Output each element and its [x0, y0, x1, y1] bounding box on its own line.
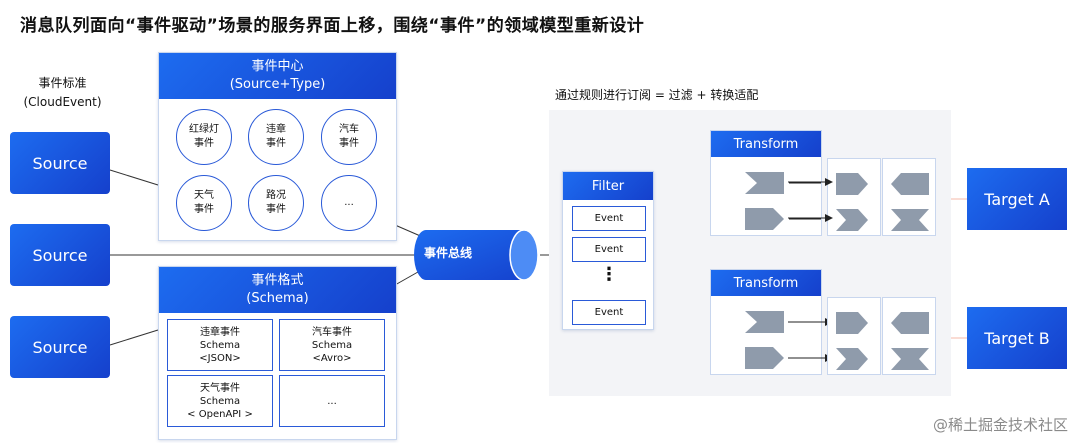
- circle-label: 事件: [339, 138, 359, 149]
- transform-title: Transform: [711, 131, 821, 157]
- schema-label: <JSON>: [199, 352, 241, 364]
- circle-label: 事件: [266, 138, 286, 149]
- event-type-circle: 违章 事件: [248, 109, 304, 165]
- cylinder-bus-icon: [414, 229, 539, 281]
- schema-label: ...: [327, 395, 337, 407]
- arrow-shape-icon: [836, 173, 868, 195]
- schema-box: ...: [279, 375, 385, 427]
- filter-title: Filter: [563, 172, 653, 200]
- circle-label: 路况: [266, 190, 286, 201]
- transform-shapes: [745, 172, 821, 230]
- transform-panel-a: Transform: [710, 130, 822, 236]
- target-adapter-shapes: [891, 312, 929, 370]
- filter-event-box: Event: [572, 206, 646, 231]
- circle-label: 事件: [194, 204, 214, 215]
- schema-box: 天气事件 Schema < OpenAPI >: [167, 375, 273, 427]
- transform-output-a: [827, 158, 881, 236]
- arrow-shape-icon: [836, 312, 868, 334]
- event-format-title: 事件格式: [251, 273, 304, 288]
- transform-output-shapes: [836, 312, 868, 370]
- schema-label: Schema: [199, 395, 241, 407]
- target-adapter-b: [882, 297, 936, 375]
- schema-label: 天气事件: [200, 382, 240, 394]
- pointer-shape-icon: [891, 173, 929, 195]
- filter-event-box: Event: [572, 300, 646, 325]
- schema-box: 汽车事件 Schema <Avro>: [279, 319, 385, 371]
- schema-label: < OpenAPI >: [187, 408, 253, 420]
- filter-panel: Filter Event Event ⋮ Event: [562, 171, 654, 330]
- event-center-title: 事件中心: [251, 59, 304, 74]
- target-adapter-a: [882, 158, 936, 236]
- filter-event-box: Event: [572, 237, 646, 262]
- event-standard-title: 事件标准: [38, 76, 87, 90]
- circle-label: 违章: [266, 124, 286, 135]
- target-b-box: Target B: [967, 307, 1067, 369]
- schema-label: Schema: [311, 339, 353, 351]
- event-format-panel: 事件格式 (Schema) 违章事件 Schema <JSON> 汽车事件 Sc…: [158, 266, 397, 440]
- target-a-box: Target A: [967, 168, 1067, 230]
- event-type-circle: 路况 事件: [248, 175, 304, 231]
- flag-shape-icon: [891, 348, 929, 370]
- event-center-subtitle: (Source+Type): [229, 77, 326, 92]
- event-type-circle: 汽车 事件: [321, 109, 377, 165]
- circle-label: 事件: [266, 204, 286, 215]
- schema-label: 违章事件: [200, 326, 240, 338]
- event-type-circle: 天气 事件: [176, 175, 232, 231]
- transform-title: Transform: [711, 270, 821, 296]
- circle-label: 红绿灯: [189, 124, 219, 135]
- source-box: Source: [10, 224, 110, 286]
- subscription-title: 通过规则进行订阅 = 过滤 + 转换适配: [555, 88, 759, 102]
- watermark: @稀土掘金技术社区: [932, 416, 1068, 434]
- flag-shape-icon: [836, 209, 868, 231]
- transform-shapes: [745, 311, 784, 369]
- event-format-subtitle: (Schema): [246, 291, 309, 306]
- transform-output-b: [827, 297, 881, 375]
- event-bus-label: 事件总线: [424, 246, 473, 260]
- event-standard-label: 事件标准 (CloudEvent): [10, 74, 115, 112]
- source-box: Source: [10, 132, 110, 194]
- event-center-header: 事件中心 (Source+Type): [159, 53, 396, 99]
- schema-label: 汽车事件: [312, 326, 352, 338]
- page-title: 消息队列面向“事件驱动”场景的服务界面上移，围绕“事件”的领域模型重新设计: [20, 16, 645, 36]
- source-to-center-line: [109, 169, 159, 186]
- flag-shape-icon: [836, 348, 868, 370]
- event-type-circle: ...: [321, 175, 377, 231]
- target-adapter-shapes: [891, 173, 929, 231]
- source-box: Source: [10, 316, 110, 378]
- schema-box: 违章事件 Schema <JSON>: [167, 319, 273, 371]
- circle-label: ...: [344, 197, 354, 208]
- circle-label: 汽车: [339, 124, 359, 135]
- flag-shape-icon: [891, 209, 929, 231]
- event-format-header: 事件格式 (Schema): [159, 267, 396, 313]
- event-center-panel: 事件中心 (Source+Type) 红绿灯 事件 违章 事件 汽车 事件 天气…: [158, 52, 397, 241]
- circle-label: 事件: [194, 138, 214, 149]
- circle-label: 天气: [194, 190, 214, 201]
- filter-ellipsis: ⋮: [600, 264, 618, 285]
- arrow-shape-icon: [745, 208, 784, 230]
- schema-label: <Avro>: [312, 352, 352, 364]
- arrow-shape-icon: [745, 347, 784, 369]
- flag-shape-icon: [745, 172, 784, 194]
- flag-shape-icon: [745, 311, 784, 333]
- transform-b-arrows: [788, 318, 833, 362]
- event-standard-subtitle: (CloudEvent): [23, 95, 102, 109]
- source-to-format-line: [109, 329, 159, 346]
- transform-output-shapes: [836, 173, 868, 231]
- event-type-circle: 红绿灯 事件: [176, 109, 232, 165]
- pointer-shape-icon: [891, 312, 929, 334]
- schema-label: Schema: [199, 339, 241, 351]
- transform-a-arrows: [788, 178, 833, 222]
